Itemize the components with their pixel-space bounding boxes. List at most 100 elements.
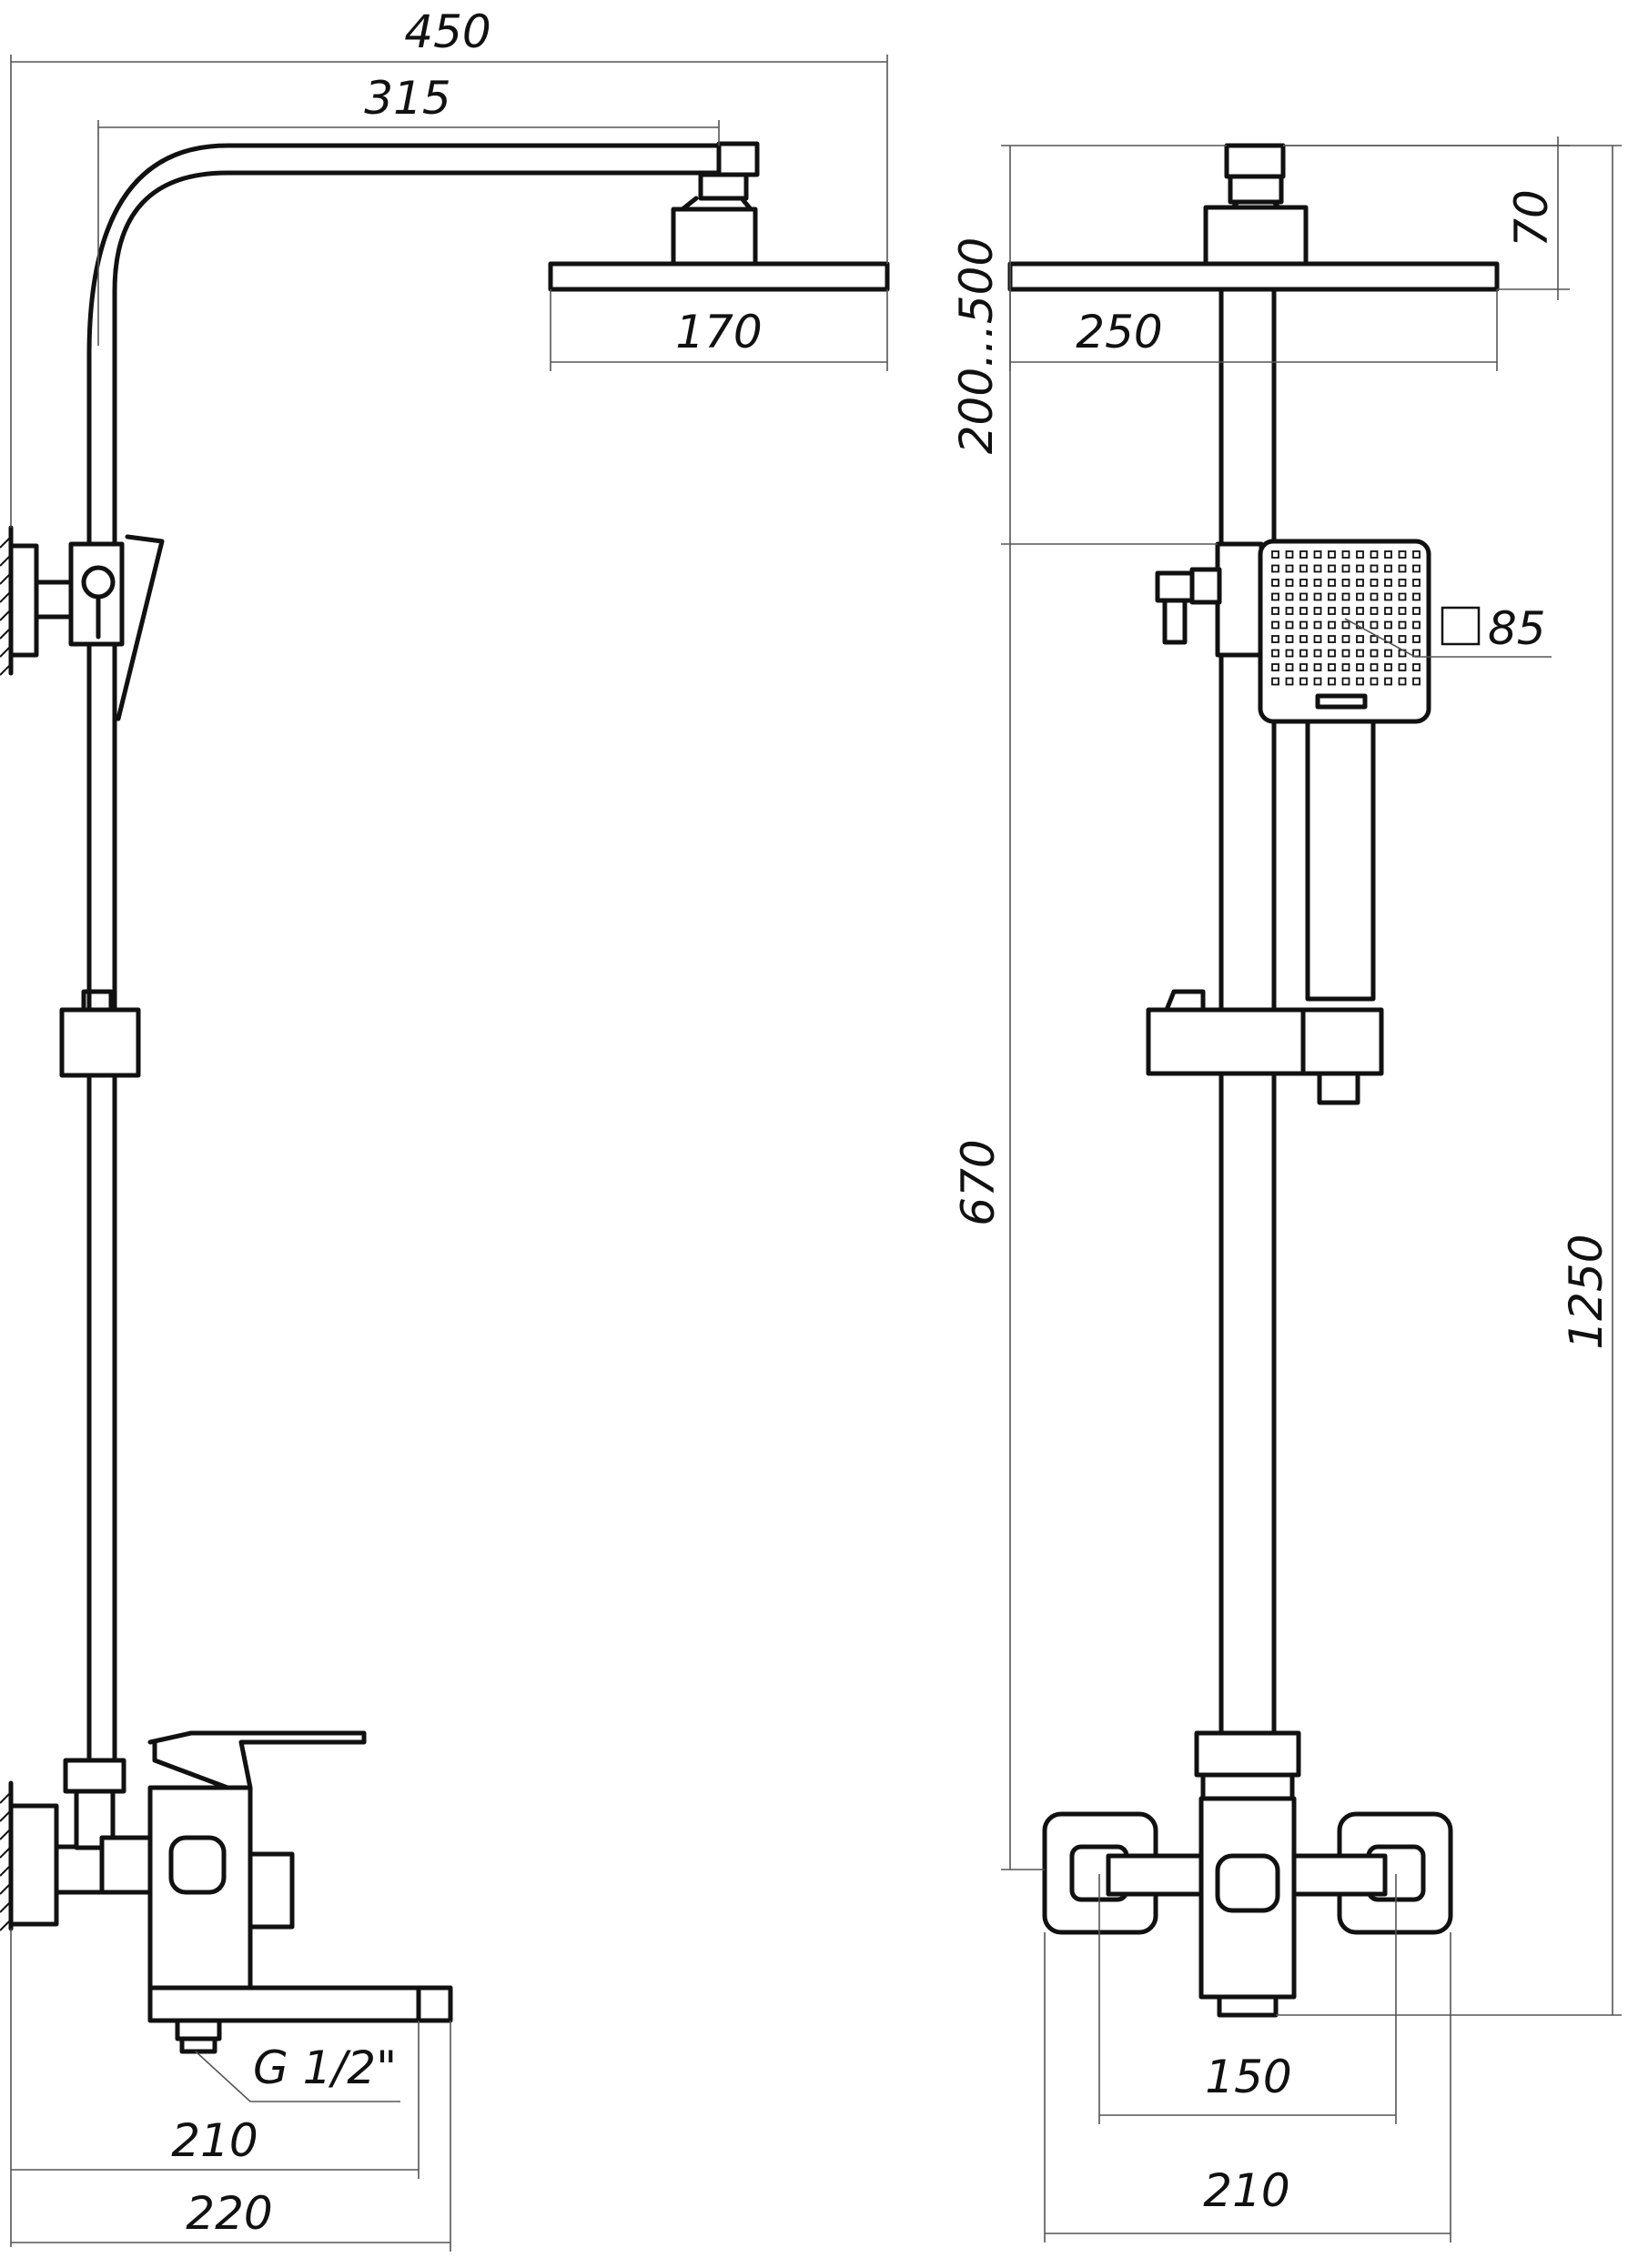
leader-connection <box>195 2051 400 2102</box>
nozzle <box>1384 663 1392 671</box>
nozzle <box>1370 620 1379 630</box>
front-shower-head <box>1007 261 1500 292</box>
nozzle <box>1299 663 1308 671</box>
nozzle <box>1398 620 1407 630</box>
nozzle <box>1356 592 1364 601</box>
nozzle <box>1384 607 1392 615</box>
nozzle <box>1299 607 1308 615</box>
nozzle <box>1341 579 1350 587</box>
dim-side-mixer-width: 210 <box>171 2114 258 2167</box>
nozzle <box>1412 550 1421 559</box>
nozzle <box>1398 579 1407 587</box>
nozzle <box>1356 677 1364 686</box>
nozzle <box>1328 663 1336 671</box>
front-top-fixing <box>1203 143 1309 267</box>
nozzle <box>1271 550 1279 559</box>
dim-front-head-width: 250 <box>1076 306 1162 358</box>
nozzle <box>1412 635 1421 643</box>
nozzle <box>1341 550 1350 559</box>
nozzle <box>1285 635 1294 643</box>
nozzle <box>1313 620 1322 630</box>
nozzle <box>1328 635 1336 643</box>
dim-front-inlet-spacing: 150 <box>1205 2051 1291 2103</box>
nozzle <box>1285 620 1294 630</box>
nozzle <box>1412 607 1421 615</box>
nozzle <box>1299 620 1308 630</box>
dim-side-total-width: 450 <box>404 5 490 58</box>
dim-side-connection: G 1/2" <box>253 2041 397 2094</box>
nozzle <box>1328 550 1336 559</box>
nozzle <box>1384 649 1392 658</box>
nozzle <box>1384 620 1392 630</box>
nozzle <box>1328 564 1336 573</box>
nozzle <box>1370 550 1379 559</box>
dim-front-head-height: 70 <box>1505 189 1558 247</box>
nozzle <box>1370 564 1379 573</box>
nozzle <box>1370 649 1379 658</box>
front-view: 70 250 200...500 85 670 1250 150 21 <box>950 136 1622 2243</box>
nozzle <box>1412 579 1421 587</box>
nozzle <box>1370 677 1379 686</box>
nozzle <box>1398 663 1407 671</box>
nozzle <box>1341 677 1350 686</box>
nozzle <box>1384 564 1392 573</box>
nozzle <box>1370 592 1379 601</box>
nozzle <box>1299 564 1308 573</box>
nozzle <box>1356 635 1364 643</box>
nozzle <box>1313 579 1322 587</box>
nozzle <box>1356 579 1364 587</box>
square-symbol <box>1441 606 1481 646</box>
nozzle <box>1299 592 1308 601</box>
nozzle <box>1285 663 1294 671</box>
nozzle <box>1384 550 1392 559</box>
nozzle <box>1384 592 1392 601</box>
nozzle <box>1313 592 1322 601</box>
dim-side-head-diameter: 170 <box>675 306 762 358</box>
nozzle <box>1299 635 1308 643</box>
nozzle <box>1271 663 1279 671</box>
side-slider <box>59 1007 141 1078</box>
nozzle <box>1328 592 1336 601</box>
nozzle <box>1384 677 1392 686</box>
nozzle <box>1285 564 1294 573</box>
nozzle <box>1412 620 1421 630</box>
nozzle <box>1341 663 1350 671</box>
nozzle <box>1313 663 1322 671</box>
nozzle <box>1313 635 1322 643</box>
nozzle <box>1384 579 1392 587</box>
nozzle <box>1328 677 1336 686</box>
side-holder <box>68 534 165 721</box>
dim-front-rail-length: 670 <box>952 1139 1005 1225</box>
nozzle <box>1299 649 1308 658</box>
side-view: 450 315 170 G 1/2" 210 220 <box>0 5 890 2252</box>
nozzle <box>1341 620 1350 630</box>
nozzle <box>1356 564 1364 573</box>
dim-front-total-height: 1250 <box>1560 1234 1613 1349</box>
nozzle <box>1370 663 1379 671</box>
nozzle <box>1341 564 1350 573</box>
side-mixer <box>0 1730 453 2054</box>
nozzle <box>1271 592 1279 601</box>
nozzle <box>1271 607 1279 615</box>
nozzle <box>1285 607 1294 615</box>
nozzle <box>1285 550 1294 559</box>
nozzle <box>1313 607 1322 615</box>
nozzle <box>1356 550 1364 559</box>
nozzle <box>1271 677 1279 686</box>
nozzle <box>1271 579 1279 587</box>
nozzle <box>1328 649 1336 658</box>
nozzle <box>1299 579 1308 587</box>
nozzle <box>1271 620 1279 630</box>
nozzle <box>1285 592 1294 601</box>
nozzle <box>1412 592 1421 601</box>
dim-front-arm-adjust: 200...500 <box>950 237 1003 455</box>
nozzle <box>1412 564 1421 573</box>
riser-pipe-side <box>86 143 722 1763</box>
nozzle <box>1299 550 1308 559</box>
nozzle <box>1341 635 1350 643</box>
front-hand-shower <box>1155 539 1431 1002</box>
nozzle-grid <box>1271 550 1421 686</box>
nozzle <box>1328 620 1336 630</box>
nozzle <box>1313 564 1322 573</box>
